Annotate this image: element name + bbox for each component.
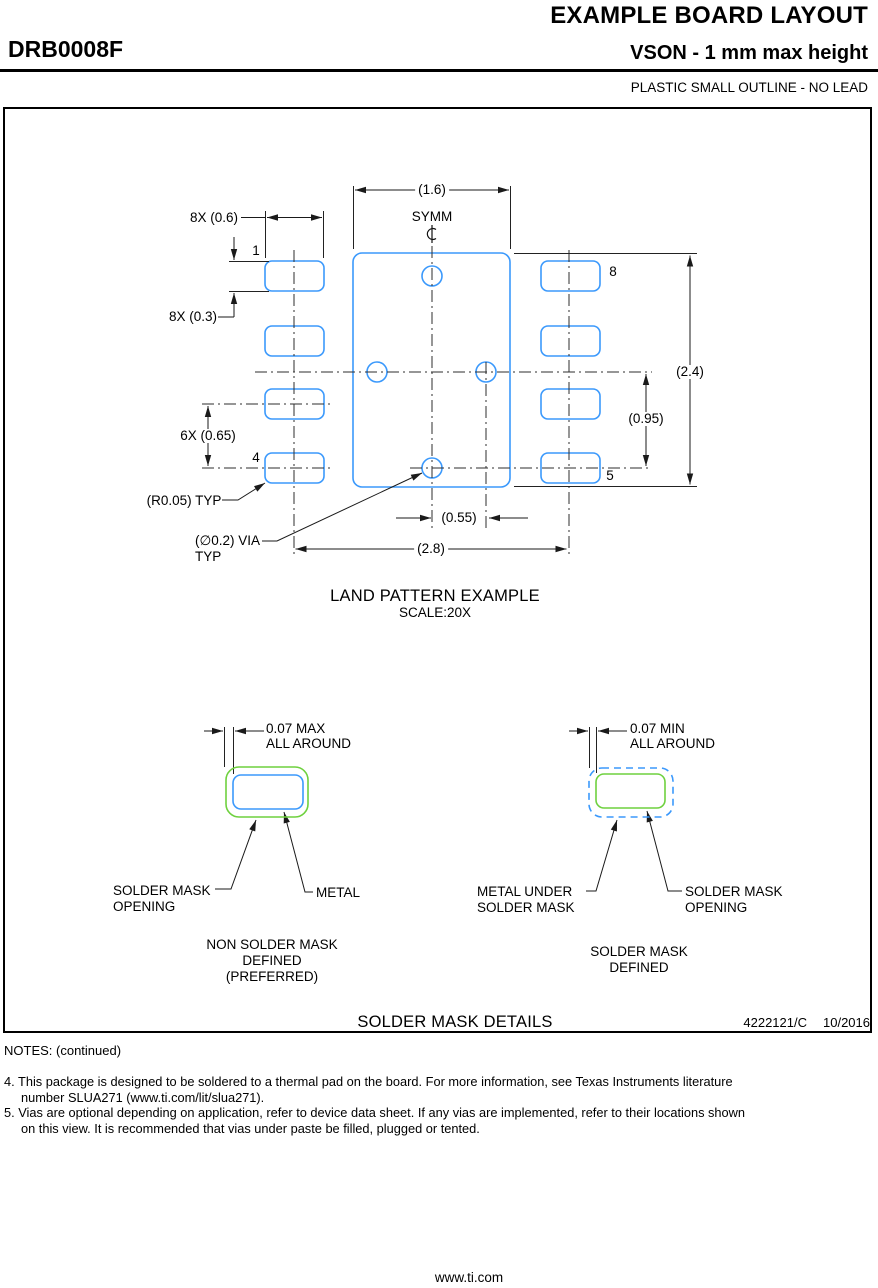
pin-8-label: 8 — [609, 264, 617, 279]
dim-label-thermal-width: (1.6) — [415, 183, 449, 197]
note-4-line-2: number SLUA271 (www.ti.com/lit/slua271). — [21, 1089, 265, 1105]
nsmd-metal-label: METAL — [316, 885, 361, 900]
smd-metal-under-mask-shape — [588, 767, 674, 818]
leader-nsmd-metal — [283, 811, 313, 893]
pin-4-label: 4 — [252, 450, 260, 465]
smd-clearance-line2: ALL AROUND — [630, 736, 716, 751]
smd-mask-opening-shape — [595, 773, 666, 809]
nsmd-metal-shape — [232, 774, 304, 810]
pin-5-label: 5 — [606, 468, 614, 483]
page-title: EXAMPLE BOARD LAYOUT — [550, 2, 868, 29]
solder-mask-shapes — [225, 766, 674, 818]
note-5-text-1: Vias are optional depending on applicati… — [18, 1105, 746, 1121]
extension-lines — [224, 186, 697, 774]
part-number: DRB0008F — [8, 36, 124, 62]
land-pattern-scale: SCALE:20X — [398, 605, 472, 620]
smd-caption-line1: SOLDER MASK — [590, 944, 688, 959]
pad-7 — [540, 325, 601, 357]
nsmd-clearance-line1: 0.07 MAX — [266, 721, 326, 736]
pad-5 — [540, 452, 601, 484]
leader-smd-opening — [646, 810, 682, 892]
dim-label-via-row-offset: (0.95) — [625, 412, 667, 426]
solder-mask-section-title: SOLDER MASK DETAILS — [357, 1013, 553, 1031]
dim-label-via-col-offset: (0.55) — [441, 510, 477, 525]
note-4-number: 4. — [4, 1074, 15, 1089]
nsmd-caption-line1: NON SOLDER MASK — [206, 937, 338, 952]
smd-opening-label-line1: SOLDER MASK — [685, 884, 783, 899]
smd-opening-label-line2: OPENING — [685, 900, 748, 915]
pin-1-label: 1 — [252, 243, 260, 258]
dim-label-pad-row-span: (2.8) — [414, 542, 448, 556]
dim-label-pad-pitch: 6X (0.65) — [177, 429, 239, 443]
nsmd-caption-line2: DEFINED — [242, 953, 302, 968]
note-4-text-1: This package is designed to be soldered … — [18, 1074, 733, 1089]
centerlines — [202, 246, 652, 556]
via-note-line2: TYP — [195, 549, 222, 564]
symm-label: SYMM — [411, 209, 453, 224]
notes-heading: NOTES: (continued) — [4, 1043, 122, 1058]
pad-8 — [540, 260, 601, 292]
nsmd-clearance-line2: ALL AROUND — [266, 736, 352, 751]
dim-label-pad-height: 8X (0.3) — [168, 309, 218, 324]
smd-clearance-line1: 0.07 MIN — [630, 721, 685, 736]
leader-lines — [215, 472, 682, 893]
leader-via-note — [262, 472, 423, 542]
smd-metal-label-line1: METAL UNDER — [477, 884, 573, 899]
leader-smd-metal — [586, 819, 618, 892]
title-block: 4222121/C 10/2016 — [743, 1015, 870, 1030]
drawing-frame — [3, 107, 872, 1033]
leader-corner-radius — [222, 482, 266, 501]
package-height-note: VSON - 1 mm max height — [630, 42, 868, 64]
package-family: PLASTIC SMALL OUTLINE - NO LEAD — [630, 80, 868, 95]
nsmd-opening-label-line2: OPENING — [113, 899, 176, 914]
dim-label-pad-width: 8X (0.6) — [189, 210, 239, 225]
footer-url-link[interactable]: www.ti.com — [434, 1270, 504, 1285]
centerline-symbol-icon — [426, 225, 437, 243]
nsmd-opening-label-line1: SOLDER MASK — [113, 883, 211, 898]
header-divider — [0, 69, 878, 72]
pad-6 — [540, 388, 601, 420]
leader-nsmd-opening — [215, 819, 257, 890]
nsmd-caption-line3: (PREFERRED) — [225, 969, 319, 984]
note-5-line-1: 5. Vias are optional depending on applic… — [4, 1105, 824, 1121]
land-pattern-caption: LAND PATTERN EXAMPLE — [330, 587, 540, 605]
note-4-line-1: 4. This package is designed to be solder… — [4, 1074, 824, 1090]
dim-label-thermal-height: (2.4) — [673, 365, 707, 379]
drawing-number: 4222121/C — [743, 1015, 807, 1030]
dim-label-corner-radius: (R0.05) TYP — [146, 493, 222, 508]
notes-list: 4. This package is designed to be solder… — [4, 1074, 824, 1137]
smd-metal-label-line2: SOLDER MASK — [477, 900, 575, 915]
smd-caption-line2: DEFINED — [609, 960, 669, 975]
nsmd-mask-opening-shape — [225, 766, 309, 818]
via-note-line1: (∅0.2) VIA — [195, 533, 261, 548]
note-5-number: 5. — [4, 1105, 15, 1121]
note-5-line-2: on this view. It is recommended that via… — [21, 1121, 480, 1137]
dimension-lines — [204, 186, 694, 735]
revision-date: 10/2016 — [823, 1015, 870, 1030]
